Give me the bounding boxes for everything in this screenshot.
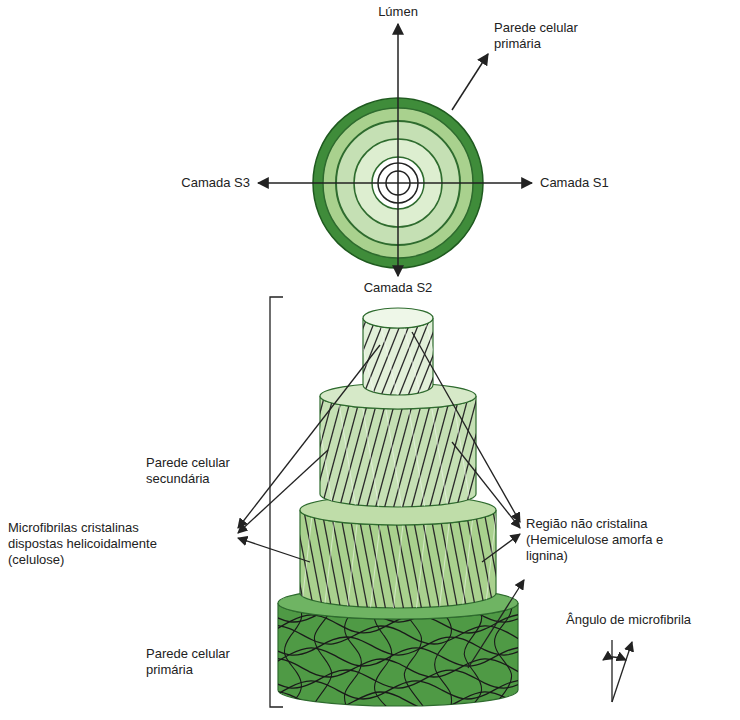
cross-section xyxy=(258,24,532,276)
part-label: Parede celular primária xyxy=(494,20,598,52)
part-label: Camada S3 xyxy=(150,175,250,191)
wall-layer xyxy=(267,383,544,507)
angle-symbol xyxy=(603,640,632,702)
wall-layer xyxy=(247,495,521,608)
part-label: Parede celular secundária xyxy=(146,455,258,487)
part-label: Camada S1 xyxy=(540,175,640,191)
part-label: Região não cristalina (Hemicelulose amor… xyxy=(526,516,666,564)
leader-lines xyxy=(238,297,632,707)
part-label: Camada S2 xyxy=(348,280,448,296)
cylinder-stack xyxy=(247,308,544,711)
part-label: Parede celular primária xyxy=(146,646,256,678)
part-label: Microfibrilas cristalinas dispostas heli… xyxy=(8,520,186,568)
part-label: Ângulo de microfibrila xyxy=(566,612,736,628)
part-label: Lúmen xyxy=(358,4,438,20)
wall-layer xyxy=(308,308,506,395)
